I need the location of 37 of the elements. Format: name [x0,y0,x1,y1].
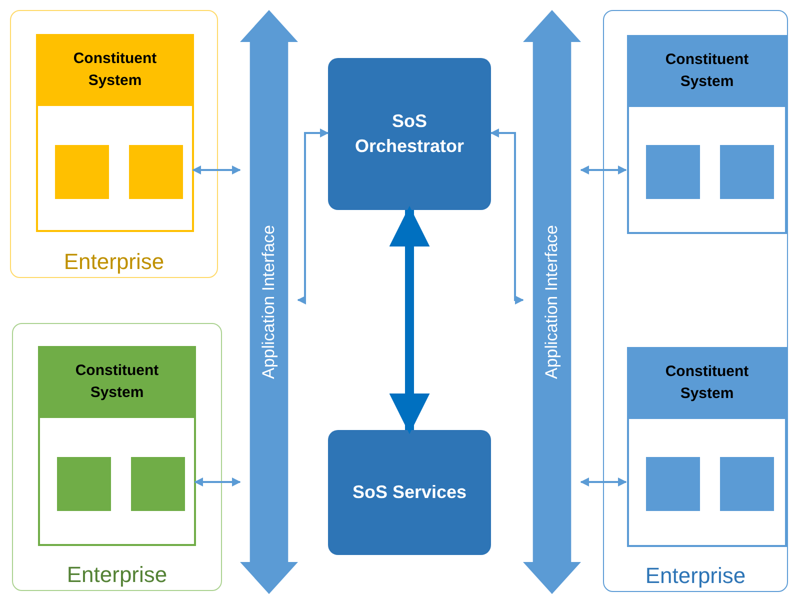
component-square [55,145,109,199]
enterprise-label: Enterprise [645,563,746,589]
card-header: Constituent System [627,347,787,419]
system-card [36,34,194,232]
arrow [490,128,524,304]
arrow [192,166,241,174]
component-square [646,457,700,511]
arrow [580,166,627,174]
enterprise-label: Enterprise [64,249,164,275]
system-card [627,35,787,234]
enterprise-label: Enterprise [66,562,168,588]
enterprise-frame [10,10,218,278]
component-square [57,457,111,511]
component-square [131,457,185,511]
arrow [194,478,241,486]
system-card [38,346,196,546]
card-header: Constituent System [38,346,196,418]
component-square [720,145,774,199]
card-header: Constituent System [627,35,787,107]
enterprise-frame [12,323,222,591]
component-square [129,145,183,199]
band-label: Application Interface [542,224,562,380]
arrow [580,478,627,486]
system-card [627,347,787,547]
box-label: SoS Orchestrator [354,110,466,158]
component-square [720,457,774,511]
interface-band-arrow [523,10,581,594]
component-square [646,145,700,199]
service-box [328,58,491,210]
band-label: Application Interface [259,224,279,380]
box-label: SoS Services [352,481,467,504]
arrow [297,128,329,304]
card-header: Constituent System [36,34,194,106]
enterprise-frame [603,10,788,592]
arrow [389,206,430,434]
service-box [328,430,491,555]
interface-band-arrow [240,10,298,594]
